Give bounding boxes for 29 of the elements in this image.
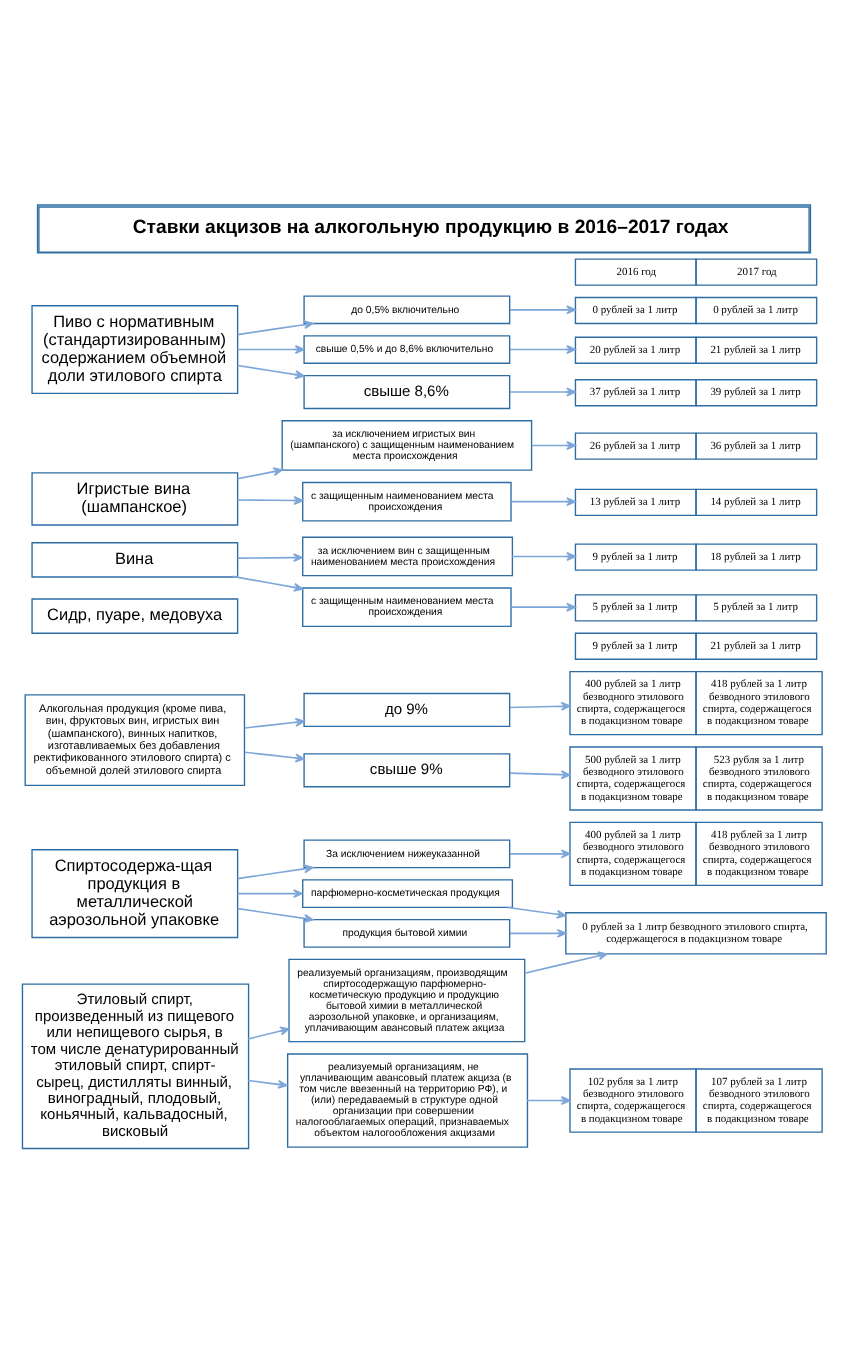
arrow bbox=[509, 928, 567, 938]
arrow bbox=[236, 907, 314, 923]
diagram-title: Ставки акцизов на алкогольную продукцию в 2016–2017 годах bbox=[132, 217, 729, 240]
arrow bbox=[243, 717, 305, 729]
arrow bbox=[236, 864, 314, 880]
arrow bbox=[509, 305, 576, 315]
arrow bbox=[506, 906, 567, 919]
arrow bbox=[247, 1079, 288, 1089]
arrow bbox=[236, 553, 303, 563]
arrow bbox=[236, 889, 303, 899]
arrow bbox=[530, 440, 576, 450]
arrow bbox=[236, 496, 304, 506]
arrow bbox=[236, 345, 305, 355]
arrow bbox=[509, 345, 576, 355]
arrow bbox=[511, 551, 576, 561]
arrow bbox=[509, 849, 571, 859]
arrow bbox=[509, 770, 571, 780]
arrow bbox=[523, 951, 608, 975]
arrow bbox=[231, 575, 304, 592]
arrow bbox=[509, 387, 576, 397]
arrow bbox=[509, 701, 571, 711]
arrow bbox=[236, 467, 283, 480]
arrow bbox=[510, 497, 576, 507]
arrow bbox=[510, 602, 576, 612]
arrow bbox=[526, 1096, 571, 1106]
arrow bbox=[236, 364, 305, 380]
arrow bbox=[247, 1026, 290, 1040]
arrow bbox=[236, 320, 314, 336]
arrow bbox=[243, 751, 305, 763]
